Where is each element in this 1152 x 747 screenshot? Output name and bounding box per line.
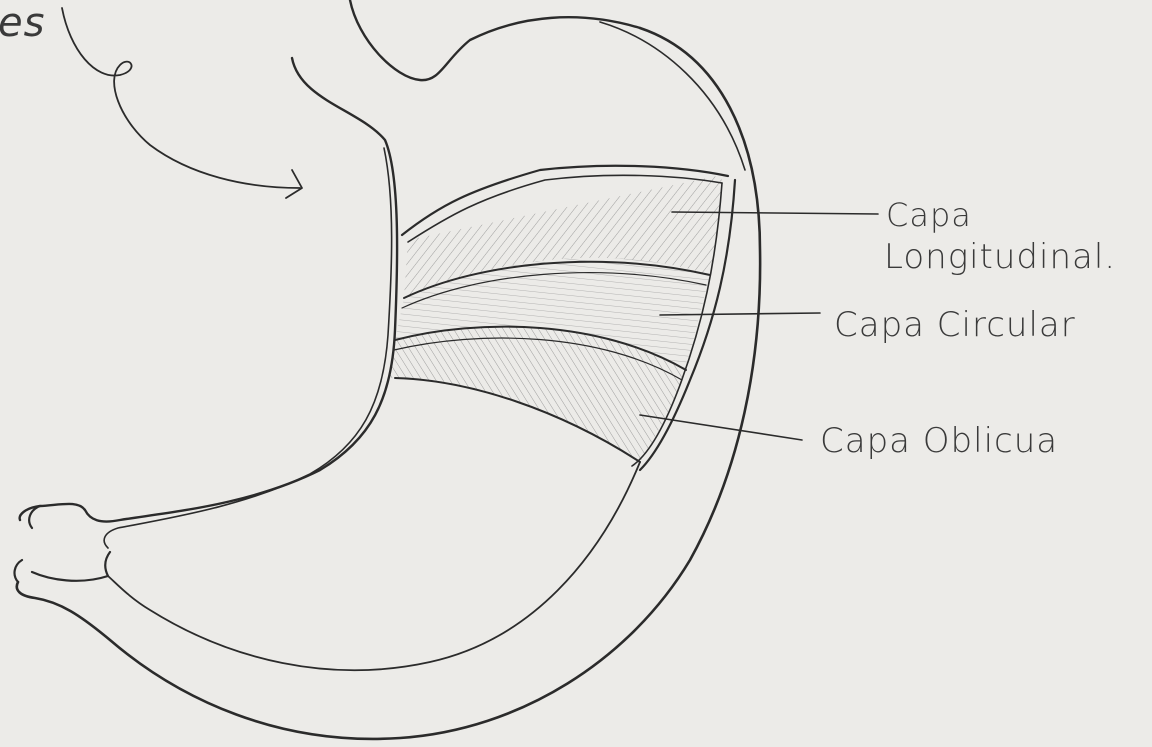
arrow-curve: [62, 8, 300, 188]
arrow-head: [286, 170, 302, 198]
lesser-curvature-inner: [104, 148, 391, 548]
longitudinal-label-line2: Longitudinal.: [884, 237, 1116, 277]
pointer-arrow: [62, 8, 302, 198]
pylorus-stub: [15, 506, 110, 582]
corner-fragment-label: es: [0, 0, 45, 46]
oblique-label: Capa Oblicua: [820, 421, 1058, 461]
longitudinal-label-line1: Capa: [886, 196, 972, 234]
circular-label: Capa Circular: [834, 305, 1076, 345]
esophagus-right-wall: [350, 0, 640, 80]
greater-curvature-inner: [108, 462, 640, 670]
